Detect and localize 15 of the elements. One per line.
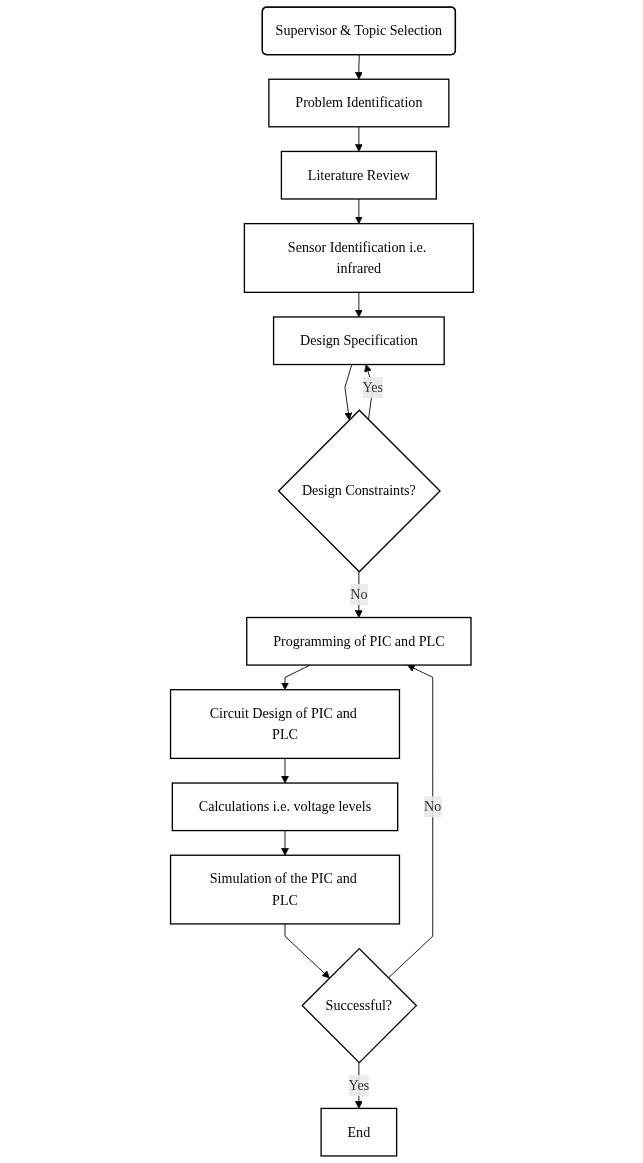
node-diamond: Design Constraints? xyxy=(277,409,441,573)
node-box: Problem Identification xyxy=(267,78,450,128)
edge-label: Yes xyxy=(362,379,383,395)
node-box: Literature Review xyxy=(280,150,437,200)
node-box: Calculations i.e. voltage levels xyxy=(171,782,398,832)
node-box: Circuit Design of PIC and PLC xyxy=(169,689,400,760)
node-diamond: Successful? xyxy=(300,947,417,1064)
node-box: Sensor Identification i.e. infrared xyxy=(243,223,474,293)
edge-label: No xyxy=(423,798,441,814)
node-box: Programming of PIC and PLC xyxy=(245,616,472,666)
node-box: Design Specification xyxy=(272,316,445,366)
edge-label: No xyxy=(349,586,368,602)
edge-label: Yes xyxy=(348,1077,369,1093)
node-box: End xyxy=(320,1107,397,1157)
node-box: Simulation of the PIC and PLC xyxy=(169,854,400,925)
